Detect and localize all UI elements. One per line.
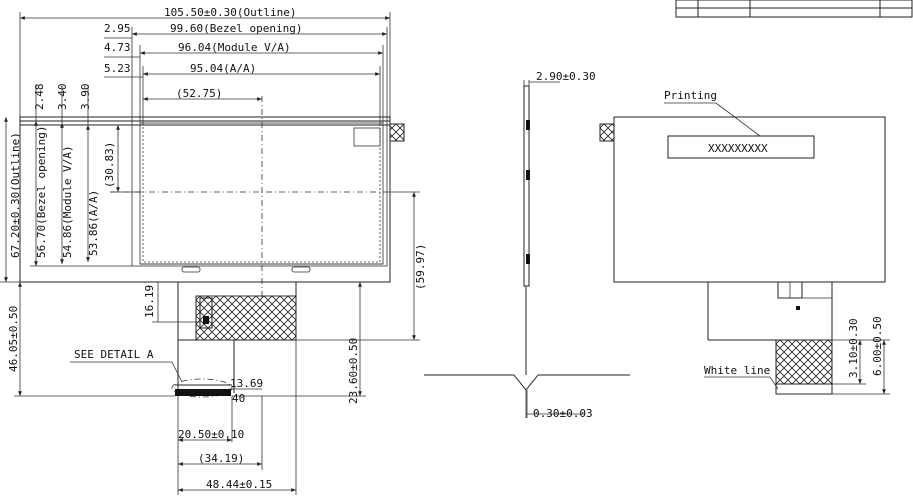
dim-23-60: 23.60±0.50 [347,338,360,404]
printing-label: Printing [664,89,717,102]
dim-fpc-thickness: 0.30±0.03 [533,407,593,420]
slot-left [181,266,201,273]
module-va-rect [139,122,384,265]
offset-5-23: 5.23 [104,62,131,75]
back-tab [599,123,615,142]
connector-bar [175,389,231,396]
active-area-rect [142,124,381,263]
offset-3-40: 3.40 [56,84,69,111]
side-view: 2.90±0.30 0.30±0.03 [424,70,630,420]
dim-16-19: 16.19 [143,285,156,318]
dim-13-69: 13.69 [230,377,263,390]
back-view: XXXXXXXXX Printing White line 3.10±0.30 … [599,89,890,395]
see-detail-a-label: SEE DETAIL A [74,348,154,361]
dim-center-x: (52.75) [176,87,222,100]
dim-6-00: 6.00±0.50 [871,316,884,376]
dim-aa-width: 95.04(A/A) [190,62,256,75]
dim-outline-height: 67.20±0.30(Outline) [9,132,22,258]
dim-bezel-width: 99.60(Bezel opening) [170,22,302,35]
front-tab [389,123,405,142]
offset-2-48: 2.48 [33,84,46,111]
slot-right [291,266,311,273]
dim-34-19: (34.19) [198,452,244,465]
printing-box [667,135,815,159]
white-line-label: White line [704,364,770,377]
outline-rect [19,116,391,283]
dim-48-44: 48.44±0.15 [206,478,272,491]
printing-text: XXXXXXXXX [708,142,768,155]
back-body [613,116,886,283]
dim-aa-height: 53.86(A/A) [87,190,100,256]
dim-module-va-width: 96.04(Module V/A) [178,41,291,54]
back-stiffener [775,339,833,385]
title-block [675,0,913,18]
dim-center-y: (30.83) [103,142,116,188]
dim-46-05: 46.05±0.50 [7,306,20,372]
front-view: 105.50±0.30(Outline) 99.60(Bezel opening… [0,6,427,495]
detail-a-marker [171,378,233,398]
dim-side-thickness: 2.90±0.30 [536,70,596,83]
pin-40-label: 40 [232,392,245,405]
dim-59-97: (59.97) [414,244,427,290]
dim-outline-width: 105.50±0.30(Outline) [164,6,296,19]
dim-3-10: 3.10±0.30 [847,318,860,378]
offset-3-90: 3.90 [79,84,92,111]
fpc-stiffener [195,295,297,341]
offset-2-95: 2.95 [104,22,131,35]
dim-20-50: 20.50±0.10 [178,428,244,441]
bezel-opening-rect [131,120,388,267]
dim-bezel-height: 56.70(Bezel opening) [35,126,48,258]
dim-module-va-height: 54.86(Module V/A) [61,145,74,258]
offset-4-73: 4.73 [104,41,131,54]
